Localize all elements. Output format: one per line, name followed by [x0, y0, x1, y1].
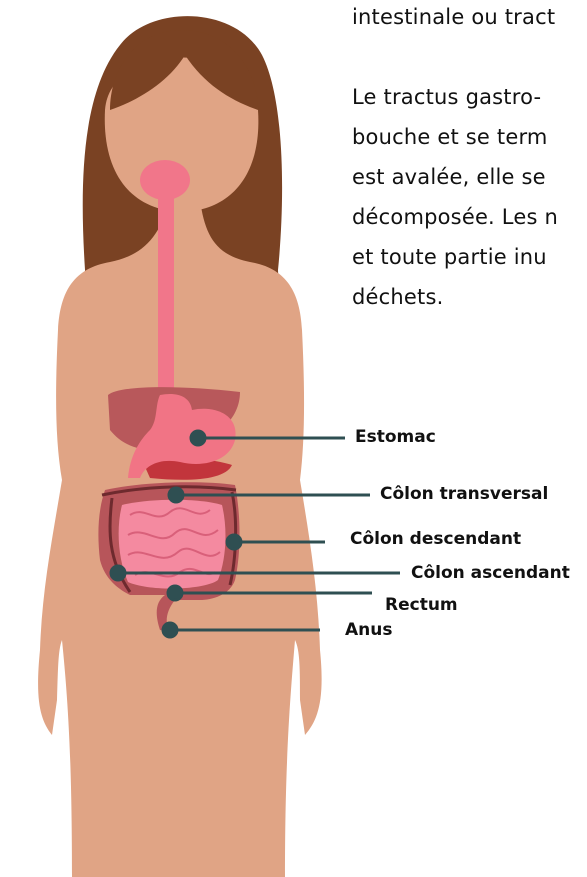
dot-colon-descendant [227, 535, 241, 549]
paragraph-line-4: est avalée, elle se [352, 162, 546, 192]
dot-colon-ascendant [111, 566, 125, 580]
paragraph-line-3: bouche et se term [352, 122, 548, 152]
label-anus: Anus [345, 620, 392, 640]
dot-anus [163, 623, 177, 637]
paragraph-line-2: Le tractus gastro- [352, 82, 541, 112]
paragraph-line-7: déchets. [352, 282, 443, 312]
label-colon-ascendant: Côlon ascendant [411, 563, 570, 583]
paragraph-line-1: intestinale ou tract [352, 2, 555, 32]
label-colon-descendant: Côlon descendant [350, 529, 521, 549]
dot-rectum [168, 586, 182, 600]
label-colon-transversal: Côlon transversal [380, 484, 548, 504]
label-estomac: Estomac [355, 427, 436, 447]
esophagus [158, 180, 174, 395]
dot-colon-transversal [169, 488, 183, 502]
paragraph-line-6: et toute partie inu [352, 242, 547, 272]
paragraph-line-5: décomposée. Les n [352, 202, 558, 232]
label-rectum: Rectum [385, 595, 458, 615]
dot-estomac [191, 431, 205, 445]
